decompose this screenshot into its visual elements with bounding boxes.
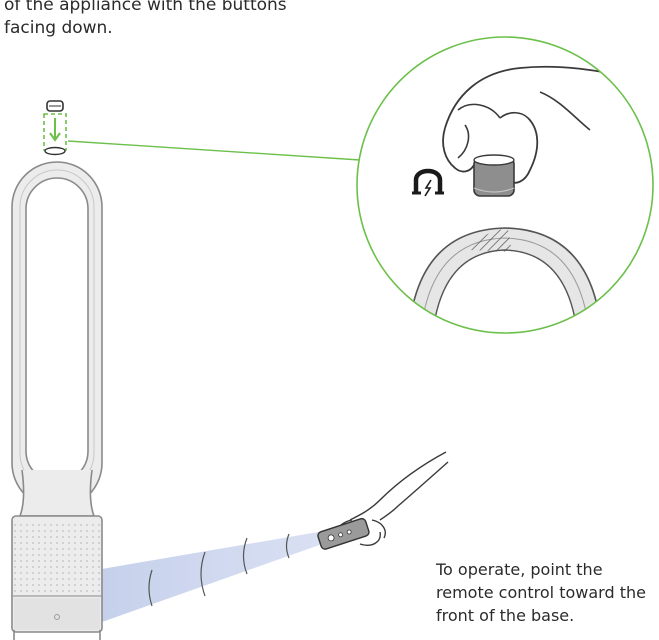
- remote-placement-indicator: [43, 100, 67, 156]
- magnet-icon: [412, 168, 444, 197]
- signal-waves: [148, 533, 290, 607]
- instruction-bottom: To operate, point the remote control tow…: [436, 560, 646, 625]
- detail-circle: [356, 36, 654, 334]
- callout-line: [67, 140, 361, 161]
- hand-with-remote: [317, 451, 449, 550]
- instruction-top: of the appliance with the buttons facing…: [4, 0, 287, 38]
- appliance: [11, 161, 103, 640]
